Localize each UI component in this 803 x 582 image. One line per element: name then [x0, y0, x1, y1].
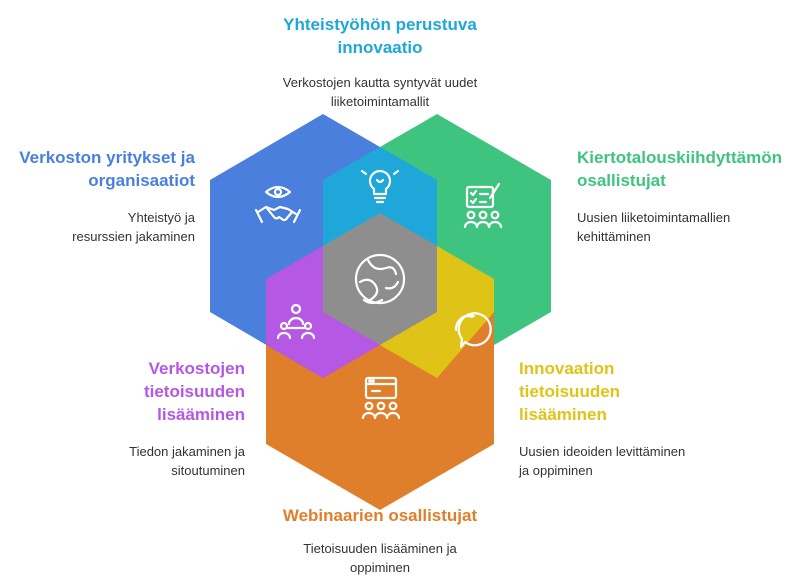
label-webinars: Webinaarien osallistujat Tietoisuuden li… [255, 504, 505, 577]
checklist-people-icon [463, 182, 503, 229]
label-companies: Verkoston yritykset ja organisaatiot Yht… [10, 146, 195, 246]
label-innovation: Yhteistyöhön perustuva innovaatio Verkos… [245, 13, 515, 111]
segment-description: Tiedon jakaminen ja sitoutuminen [129, 444, 245, 478]
label-network-awareness: Verkostojen tietoisuuden lisääminen Tied… [90, 357, 245, 480]
lens-innovation [323, 147, 437, 246]
segment-description: Uusien ideoiden levittäminen ja oppimine… [519, 444, 686, 478]
segment-description: Uusien liiketoimintamallien kehittäminen [577, 210, 731, 244]
segment-title: Verkostojen tietoisuuden lisääminen [143, 359, 245, 424]
segment-description: Verkostojen kautta syntyvät uudet liiket… [282, 75, 478, 109]
segment-title: Yhteistyöhön perustuva innovaatio [283, 15, 477, 57]
label-circular: Kiertotalouskiihdyttämön osallistujat Uu… [577, 146, 799, 246]
segment-description: Tietoisuuden lisääminen ja oppiminen [303, 541, 457, 575]
chat-bubble-icon [454, 312, 492, 349]
segment-description: Yhteistyö ja resurssien jakaminen [72, 210, 195, 244]
segment-title: Webinaarien osallistujat [282, 506, 478, 525]
lightbulb-icon [360, 169, 400, 204]
segment-title: Innovaation tietoisuuden lisääminen [519, 359, 621, 424]
webinar-icon [361, 376, 401, 420]
segment-title: Verkoston yritykset ja organisaatiot [19, 148, 195, 190]
segment-title: Kiertotalouskiihdyttämön osallistujat [577, 148, 782, 190]
people-network-icon [276, 303, 316, 340]
label-innovation-awareness: Innovaation tietoisuuden lisääminen Uusi… [519, 357, 694, 480]
handshake-eye-icon [254, 185, 302, 224]
globe-hands-icon [354, 253, 406, 305]
hex-center [323, 213, 437, 345]
